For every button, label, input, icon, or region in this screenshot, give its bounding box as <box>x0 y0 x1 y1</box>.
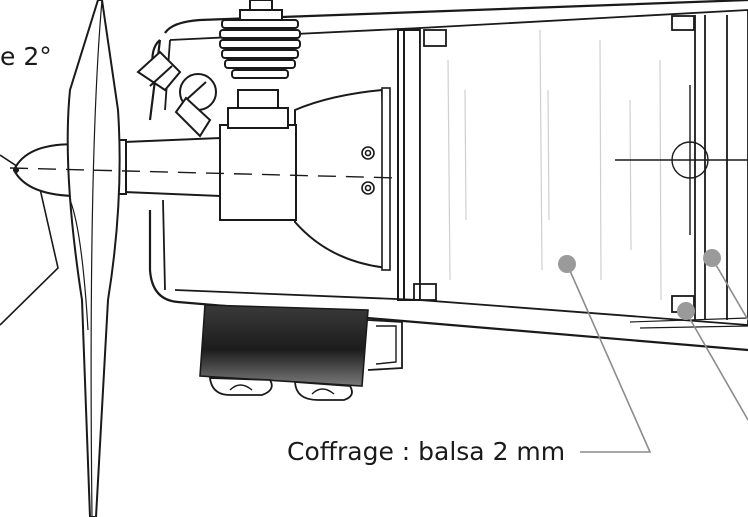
callout-leaders <box>566 257 748 453</box>
thrust-line <box>9 167 401 179</box>
firewall <box>397 29 421 301</box>
prop-shaft <box>113 136 221 198</box>
balsa-sheeting <box>419 9 748 326</box>
callout-dots <box>558 249 721 320</box>
fuel-tubing <box>367 319 403 371</box>
coffrage-label: Coffrage : balsa 2 mm <box>287 437 566 466</box>
engine-cowl <box>294 88 390 270</box>
rear-former <box>413 15 728 320</box>
fuel-tank <box>199 304 369 401</box>
carburetor <box>136 50 217 138</box>
mount-bolts <box>361 146 375 195</box>
cowl-flange <box>381 87 391 271</box>
engine <box>219 0 301 221</box>
crosshair <box>615 85 748 235</box>
angle-label: e 2° <box>0 42 52 71</box>
propeller <box>66 0 121 517</box>
